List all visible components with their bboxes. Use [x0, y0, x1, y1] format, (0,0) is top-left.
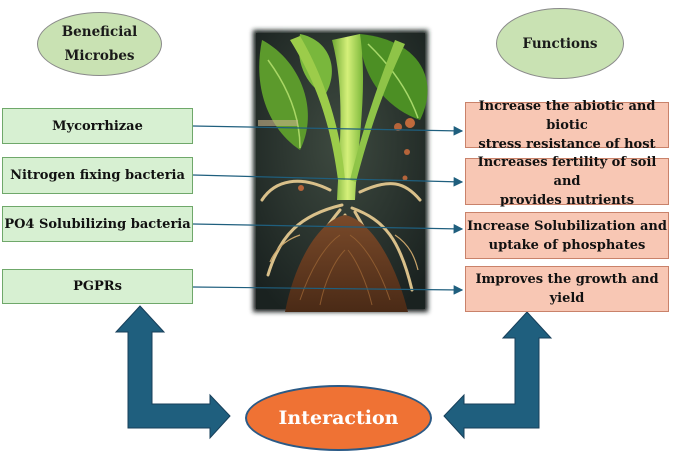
function-box-growth-yield: Improves the growth and yield [465, 266, 669, 312]
interaction-label: Interaction [278, 407, 399, 429]
functions-header-label: Functions [522, 35, 598, 52]
microbe-label: PO4 Solubilizing bacteria [4, 216, 191, 232]
microbe-label: Mycorrhizae [52, 118, 143, 134]
function-line: stress resistance of host [478, 136, 656, 152]
function-box-stress-resistance: Increase the abiotic and biotic stress r… [465, 99, 669, 152]
function-line: Increase Solubilization and [467, 218, 667, 234]
function-line: Improves the growth and yield [475, 272, 659, 306]
function-line: provides nutrients [499, 193, 635, 208]
right-interaction-arrow [443, 311, 553, 440]
function-box-soil-fertility: Increases fertility of soil and provides… [465, 155, 669, 208]
microbe-box-mycorrhizae: Mycorrhizae [2, 108, 193, 144]
connector-arrow-nitrogen [192, 174, 464, 187]
connector-arrow-po4 [192, 223, 464, 234]
function-box-phosphate: Increase Solubilization and uptake of ph… [465, 212, 669, 259]
connector-arrow-pgprs [192, 285, 464, 295]
function-line: Increase the abiotic and biotic [478, 98, 656, 133]
microbe-box-po4-solubilizing: PO4 Solubilizing bacteria [2, 206, 193, 242]
left-interaction-arrow [114, 305, 231, 440]
microbe-label: Nitrogen fixing bacteria [10, 168, 185, 183]
microbe-label: PGPRs [73, 279, 122, 294]
functions-header: Functions [496, 8, 624, 79]
header-line-1: Beneficial [61, 24, 138, 40]
function-line: uptake of phosphates [488, 237, 646, 253]
header-line-2: Microbes [64, 48, 135, 64]
microbe-box-pgprs: PGPRs [2, 269, 193, 304]
beneficial-microbes-header: Beneficial Microbes [37, 12, 162, 76]
connector-arrows [192, 125, 464, 295]
microbe-box-nitrogen-fixing: Nitrogen fixing bacteria [2, 157, 193, 194]
plant-roots-image [253, 30, 428, 312]
function-line: Increases fertility of soil and [477, 155, 657, 189]
connector-arrow-mycorrhizae [192, 125, 464, 136]
interaction-node: Interaction [245, 385, 432, 451]
